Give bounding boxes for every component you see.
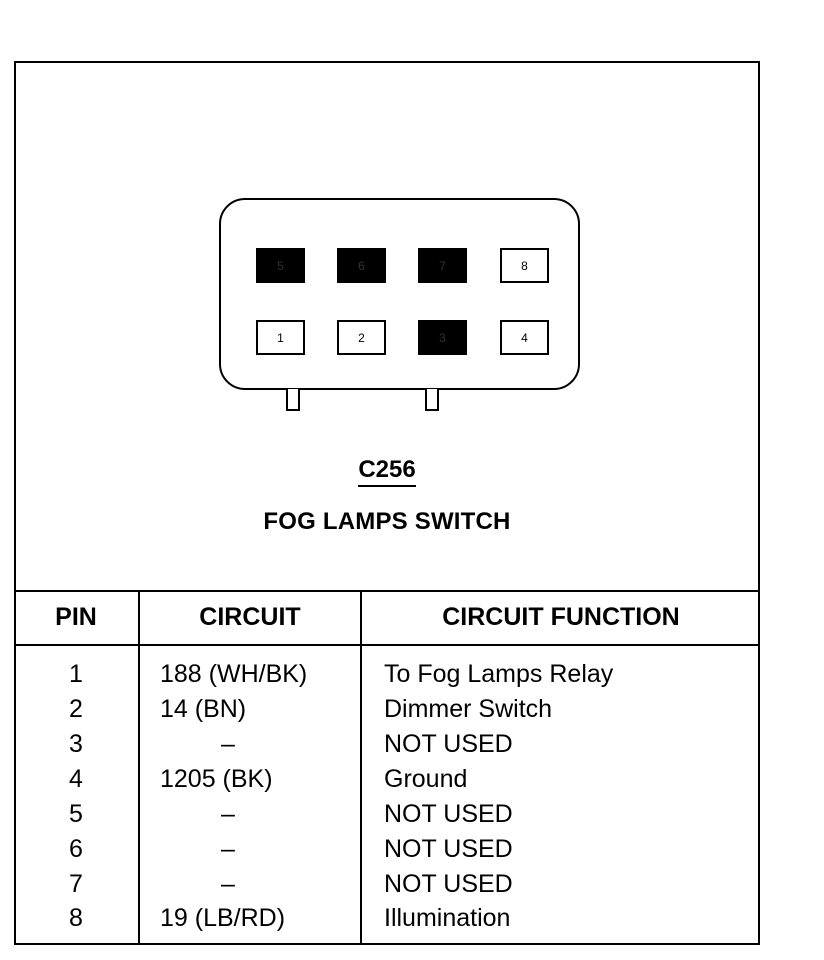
row-6-function: NOT USED	[384, 835, 513, 863]
row-7-circuit: –	[221, 870, 235, 898]
row-5-function: NOT USED	[384, 800, 513, 828]
column-divider-2	[360, 590, 362, 945]
row-5-circuit: –	[221, 800, 235, 828]
row-6-pin: 6	[69, 835, 83, 863]
pin-3-cavity: 3	[418, 320, 467, 355]
header-pin: PIN	[55, 603, 97, 631]
column-divider-1	[138, 590, 140, 945]
row-2-function: Dimmer Switch	[384, 695, 553, 723]
header-circuit-function: CIRCUIT FUNCTION	[442, 603, 680, 631]
row-1-circuit: 188 (WH/BK)	[160, 660, 308, 688]
row-8-circuit: 19 (LB/RD)	[160, 904, 286, 932]
row-5-pin: 5	[69, 800, 83, 828]
connector-latch-right	[425, 389, 439, 411]
row-3-function: NOT USED	[384, 730, 513, 758]
pin-4-cavity: 4	[500, 320, 549, 355]
connector-latch-left	[286, 389, 300, 411]
row-3-circuit: –	[221, 730, 235, 758]
pin-5-cavity: 5	[256, 248, 305, 283]
table-top-rule	[14, 590, 760, 592]
pin-8-cavity: 8	[500, 248, 549, 283]
row-4-function: Ground	[384, 765, 468, 793]
row-7-pin: 7	[69, 870, 83, 898]
diagram-frame	[14, 61, 760, 945]
connector-face	[219, 198, 580, 390]
pin-6-cavity: 6	[337, 248, 386, 283]
header-bottom-rule	[14, 644, 760, 646]
row-4-pin: 4	[69, 765, 83, 793]
header-circuit: CIRCUIT	[199, 603, 301, 631]
connector-id-text: C256	[358, 456, 416, 487]
connector-name: FOG LAMPS SWITCH	[263, 508, 511, 535]
row-7-function: NOT USED	[384, 870, 513, 898]
connector-id: C256	[0, 456, 774, 487]
pin-1-cavity: 1	[256, 320, 305, 355]
row-6-circuit: –	[221, 835, 235, 863]
row-2-pin: 2	[69, 695, 83, 723]
pin-2-cavity: 2	[337, 320, 386, 355]
row-2-circuit: 14 (BN)	[160, 695, 247, 723]
row-1-function: To Fog Lamps Relay	[384, 660, 614, 688]
pin-7-cavity: 7	[418, 248, 467, 283]
row-4-circuit: 1205 (BK)	[160, 765, 273, 793]
row-8-pin: 8	[69, 904, 83, 932]
row-3-pin: 3	[69, 730, 83, 758]
row-1-pin: 1	[69, 660, 83, 688]
row-8-function: Illumination	[384, 904, 511, 932]
